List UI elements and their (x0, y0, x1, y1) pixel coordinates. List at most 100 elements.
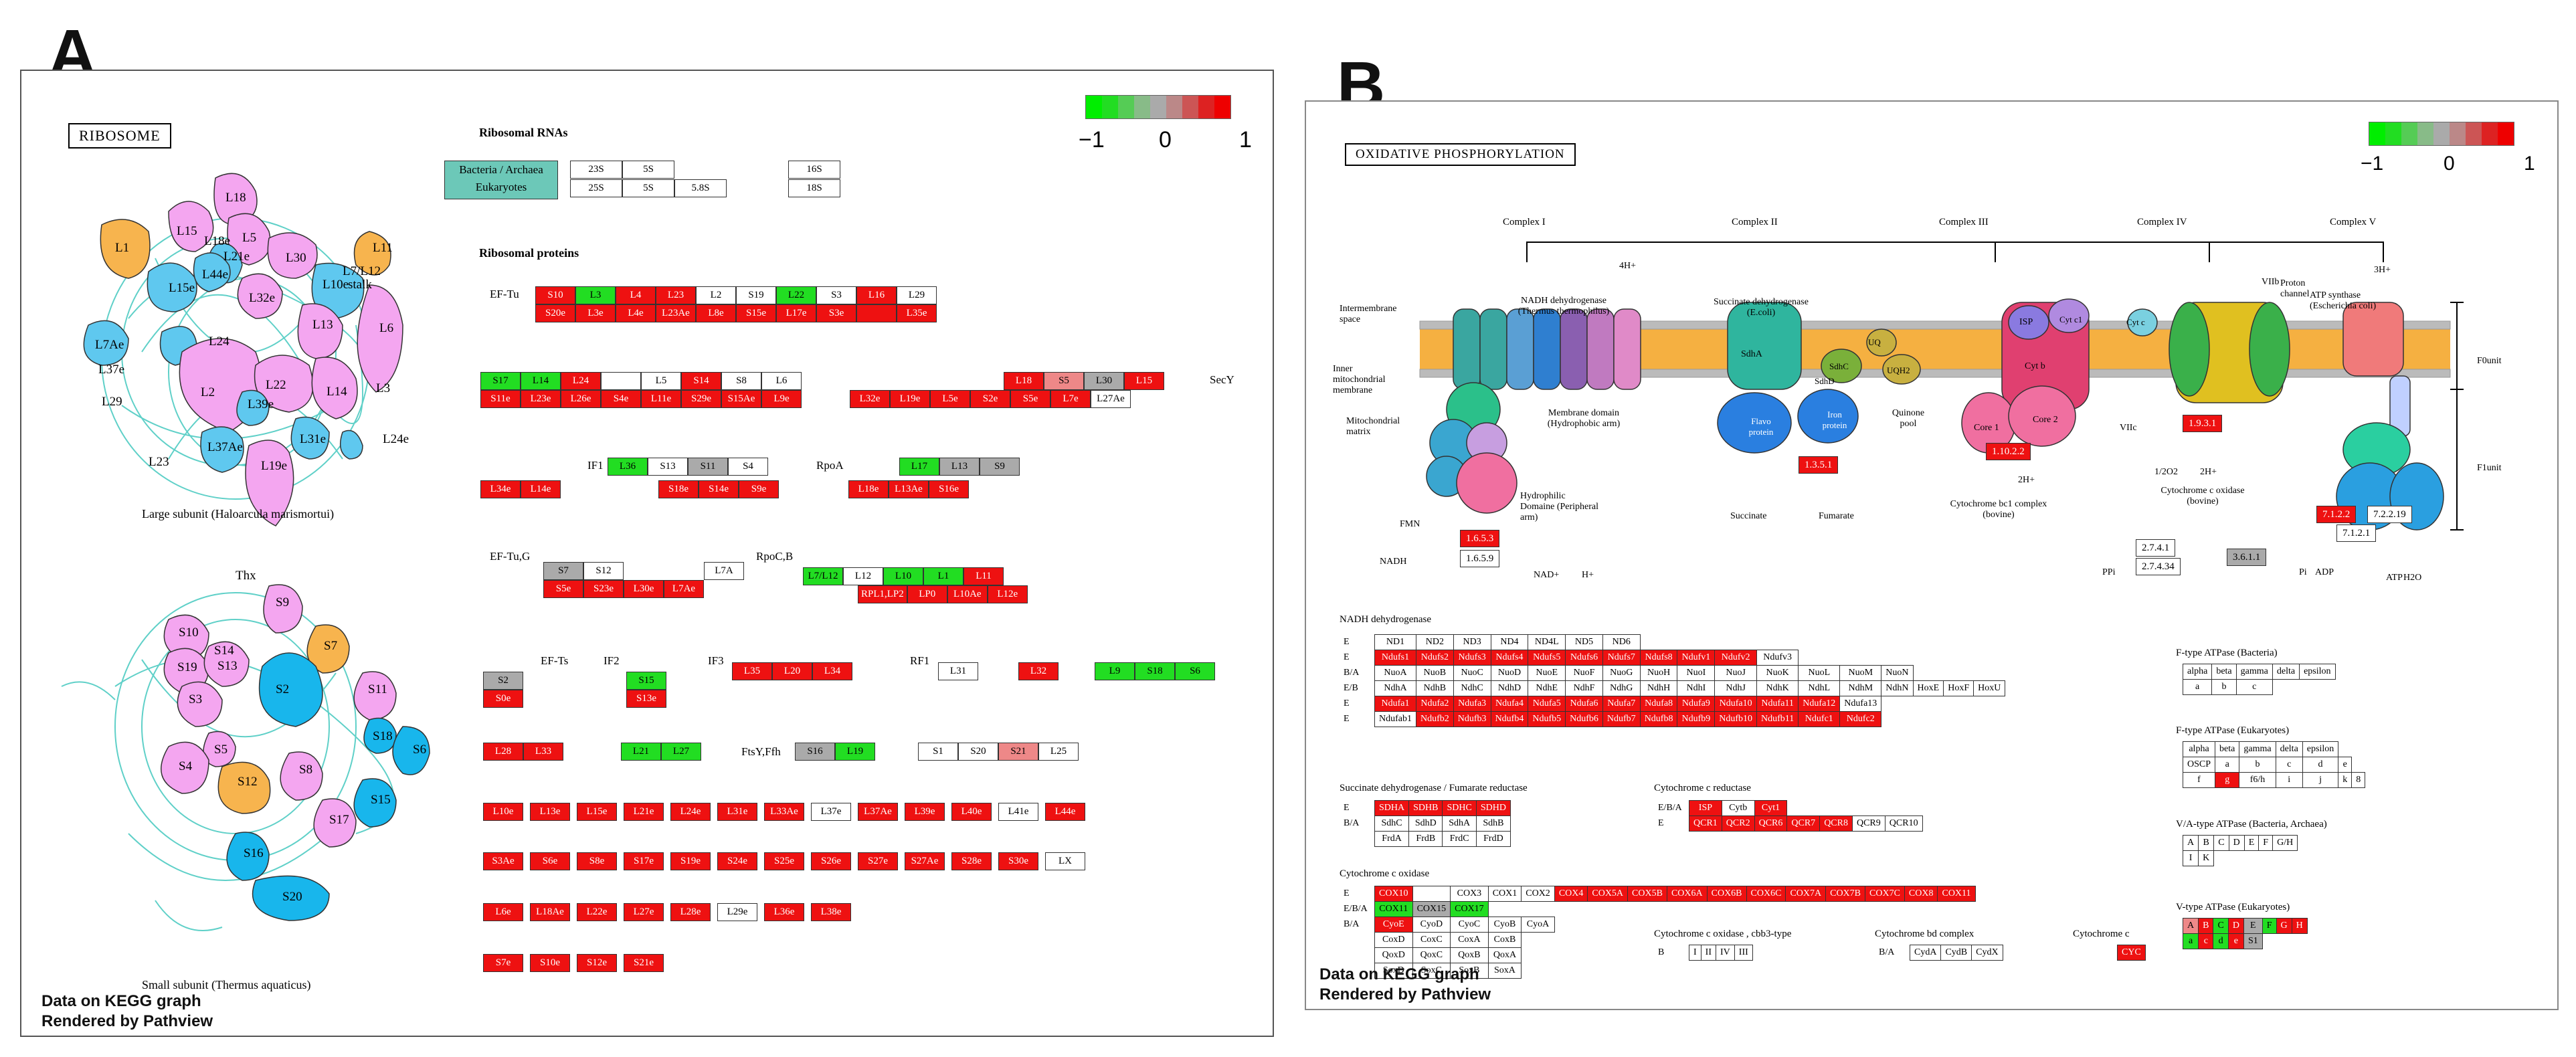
gene-cell: FrdA (1374, 831, 1410, 847)
gene-cell: HoxU (1973, 680, 2006, 696)
gene-box: L41e (998, 803, 1038, 821)
gene-cell: SdhA (1442, 815, 1477, 832)
gene-cell: ND6 (1602, 634, 1641, 650)
gene-box: L21e (624, 803, 664, 821)
gene-cell: NdhG (1602, 680, 1641, 696)
gene-box: L18 (1004, 372, 1044, 390)
gene-box: L18e (848, 480, 889, 498)
gene-cell: ND2 (1416, 634, 1454, 650)
svg-text:L7/L12: L7/L12 (343, 264, 381, 278)
gene-box: L18Ae (530, 903, 570, 921)
gene-box: L26e (561, 390, 601, 408)
label-succinate: Succinate (1730, 511, 1767, 521)
gene-cell: QCR7 (1786, 815, 1821, 832)
gene-box: S6e (530, 852, 570, 870)
gene-box: S2e (970, 390, 1010, 408)
gene-cell: NdhF (1565, 680, 1603, 696)
gene-box: S4 (728, 458, 768, 476)
row-label (1340, 933, 1375, 948)
gene-cell: NdhK (1756, 680, 1799, 696)
legend-swatch (2385, 122, 2401, 145)
svg-text:S12: S12 (238, 775, 258, 789)
legend-swatch (2466, 122, 2482, 145)
gene-cell: epsilon (2302, 741, 2339, 757)
gene-box: L39e (905, 803, 945, 821)
panel-a: RIBOSOME −1 0 1 (20, 70, 1274, 1037)
gene-cell: Ndufa4 (1490, 696, 1529, 712)
legend-b-tick-max: 1 (2524, 153, 2535, 175)
gene-cell: CoxC (1412, 932, 1451, 948)
label-secy: SecY (1210, 373, 1234, 386)
gene-box: L24e (670, 803, 711, 821)
gene-box: L14e (521, 480, 561, 498)
gene-box: L35e (897, 304, 937, 322)
gene-cell: C (2213, 835, 2229, 851)
svg-text:S7: S7 (324, 639, 337, 653)
gene-box: S10e (530, 954, 570, 972)
gene-box: S3e (816, 304, 856, 322)
gene-box: L5 (641, 372, 681, 390)
complex-v-title: Complex V (2330, 217, 2377, 227)
row-if2: S15 (626, 672, 666, 690)
gene-box: S12e (577, 954, 617, 972)
gene-cell: Ndufs4 (1490, 650, 1529, 666)
gene-cell: NuoN (1881, 665, 1914, 681)
rna-5s: 5S (622, 161, 674, 179)
label-rpoc-b: RpoC,B (756, 550, 794, 563)
label-proton-channel: Proton channel (2280, 278, 2310, 299)
label-sdhc: SdhC (1829, 361, 1849, 371)
gene-box: S11 (688, 458, 728, 476)
gene-box: S8 (721, 372, 761, 390)
label-o2: 1/2O2 (2154, 467, 2178, 477)
nadh-title: NADH dehydrogenase (1340, 614, 1432, 625)
gene-box: S30e (998, 852, 1038, 870)
gene-cell: QCR2 (1721, 815, 1755, 832)
row-label: B (1658, 947, 1665, 957)
gene-cell: CoxB (1487, 932, 1522, 948)
gene-cell: Ndufv2 (1714, 650, 1758, 666)
gene-box: LP0 (907, 585, 947, 603)
complex-iv-title: Complex IV (2137, 217, 2187, 227)
label-c5-desc: ATP synthase (Escherichia coli) (2310, 290, 2377, 311)
gene-cell: FrdB (1408, 831, 1443, 847)
cytred-title: Cytochrome c reductase (1654, 783, 1751, 793)
legend-swatch (1150, 96, 1166, 118)
gene-box: L37Ae (858, 803, 898, 821)
legend-tick-mid: 0 (1159, 127, 1172, 153)
gene-box: S14 (681, 372, 721, 390)
svg-text:L5: L5 (242, 231, 256, 245)
gene-cell: Ndufa9 (1677, 696, 1716, 712)
gene-box: L10Ae (947, 585, 988, 603)
rna-kingdom-box: Bacteria / Archaea Eukaryotes (444, 161, 558, 199)
ec-1-3-5-1: 1.3.5.1 (1799, 456, 1839, 474)
gene-box: S27Ae (905, 852, 945, 870)
gene-cell: Ndufs8 (1639, 650, 1678, 666)
gene-cell: 8 (2351, 772, 2366, 788)
gene-box: L11e (641, 390, 681, 408)
label-nad: NAD+ (1534, 570, 1560, 580)
label-cytc: Cyt c (2126, 317, 2145, 327)
ec-3-6-1-1: 3.6.1.1 (2227, 549, 2267, 566)
sdh-title: Succinate dehydrogenase / Fumarate reduc… (1340, 783, 1528, 793)
row-rf1: L31 (938, 662, 978, 680)
svg-text:S16: S16 (244, 846, 264, 860)
svg-text:L18: L18 (225, 191, 246, 205)
cox-title: Cytochrome c oxidase (1340, 868, 1430, 879)
gene-cell: F (2262, 918, 2277, 934)
label-2h: 2H+ (2200, 467, 2217, 477)
gene-box (601, 372, 641, 390)
gene-box: L3 (575, 286, 616, 304)
gene-cell: epsilon (2299, 664, 2336, 680)
gene-box: L35 (732, 662, 772, 680)
gene-cell: G (2276, 918, 2292, 934)
gene-cell: NuoC (1453, 665, 1491, 681)
